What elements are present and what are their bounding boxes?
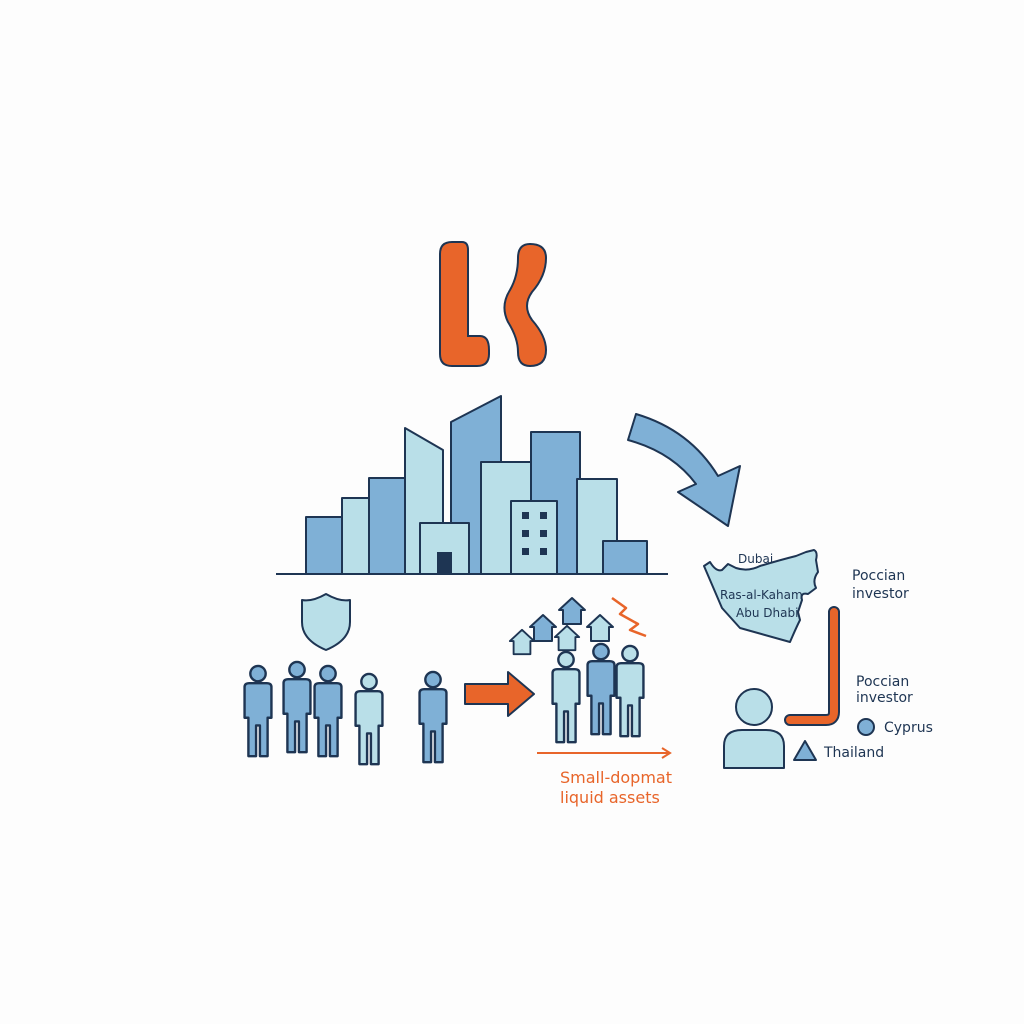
house-icon: [529, 614, 557, 642]
house-icon: [508, 628, 536, 656]
person-icon: [551, 650, 581, 744]
shield-icon: [301, 593, 351, 651]
cyprus-circle-icon: [857, 718, 875, 736]
house-icon: [558, 597, 586, 625]
orange-connector-fill: [786, 608, 838, 724]
building: [368, 477, 407, 575]
person-icon: [243, 664, 273, 758]
person-icon: [282, 660, 312, 754]
map-label-abu-dhabi: Abu Dhabi: [736, 606, 798, 620]
uae-map: [703, 549, 819, 643]
destination-thailand: Thailand: [823, 745, 884, 761]
lightning-icon: [611, 596, 647, 638]
person-icon: [313, 664, 343, 758]
map-label-ras-al-kaham: Ras-al-Kaham: [720, 588, 803, 602]
person-icon: [615, 644, 645, 738]
arrowhead-icon: [661, 747, 672, 759]
house-icon: [586, 614, 614, 642]
destination-cyprus: Cyprus: [884, 720, 933, 736]
building: [602, 540, 648, 575]
person-icon: [354, 672, 384, 766]
orange-right-arrow-icon: [464, 671, 535, 717]
investor-label-bottom-1: Poccian: [856, 674, 909, 690]
building-with-windows: [510, 500, 558, 575]
investor-label-top-1: Poccian: [852, 568, 905, 584]
thailand-triangle-icon: [793, 740, 817, 761]
caption-line-1: Small-dopmat: [560, 768, 672, 787]
investor-label-top-2: investor: [852, 586, 909, 602]
person-icon: [586, 642, 616, 736]
door-icon: [437, 552, 452, 574]
map-label-dubai: Dubai: [738, 552, 773, 566]
orange-wave-shape: [503, 242, 548, 368]
windows: [522, 512, 547, 555]
city-skyline: [276, 395, 668, 575]
house-icon: [553, 624, 581, 652]
orange-l-shape: [439, 241, 490, 367]
curved-arrow-icon: [627, 413, 741, 527]
caption-line-2: liquid assets: [560, 788, 660, 807]
building: [341, 497, 371, 575]
people-group-right: [551, 642, 645, 744]
investor-avatar-icon: [723, 688, 785, 769]
investor-label-bottom-2: investor: [856, 690, 913, 706]
orange-logo-mark: [439, 241, 548, 368]
person-icon: [418, 670, 448, 764]
people-group-left: [243, 660, 448, 766]
